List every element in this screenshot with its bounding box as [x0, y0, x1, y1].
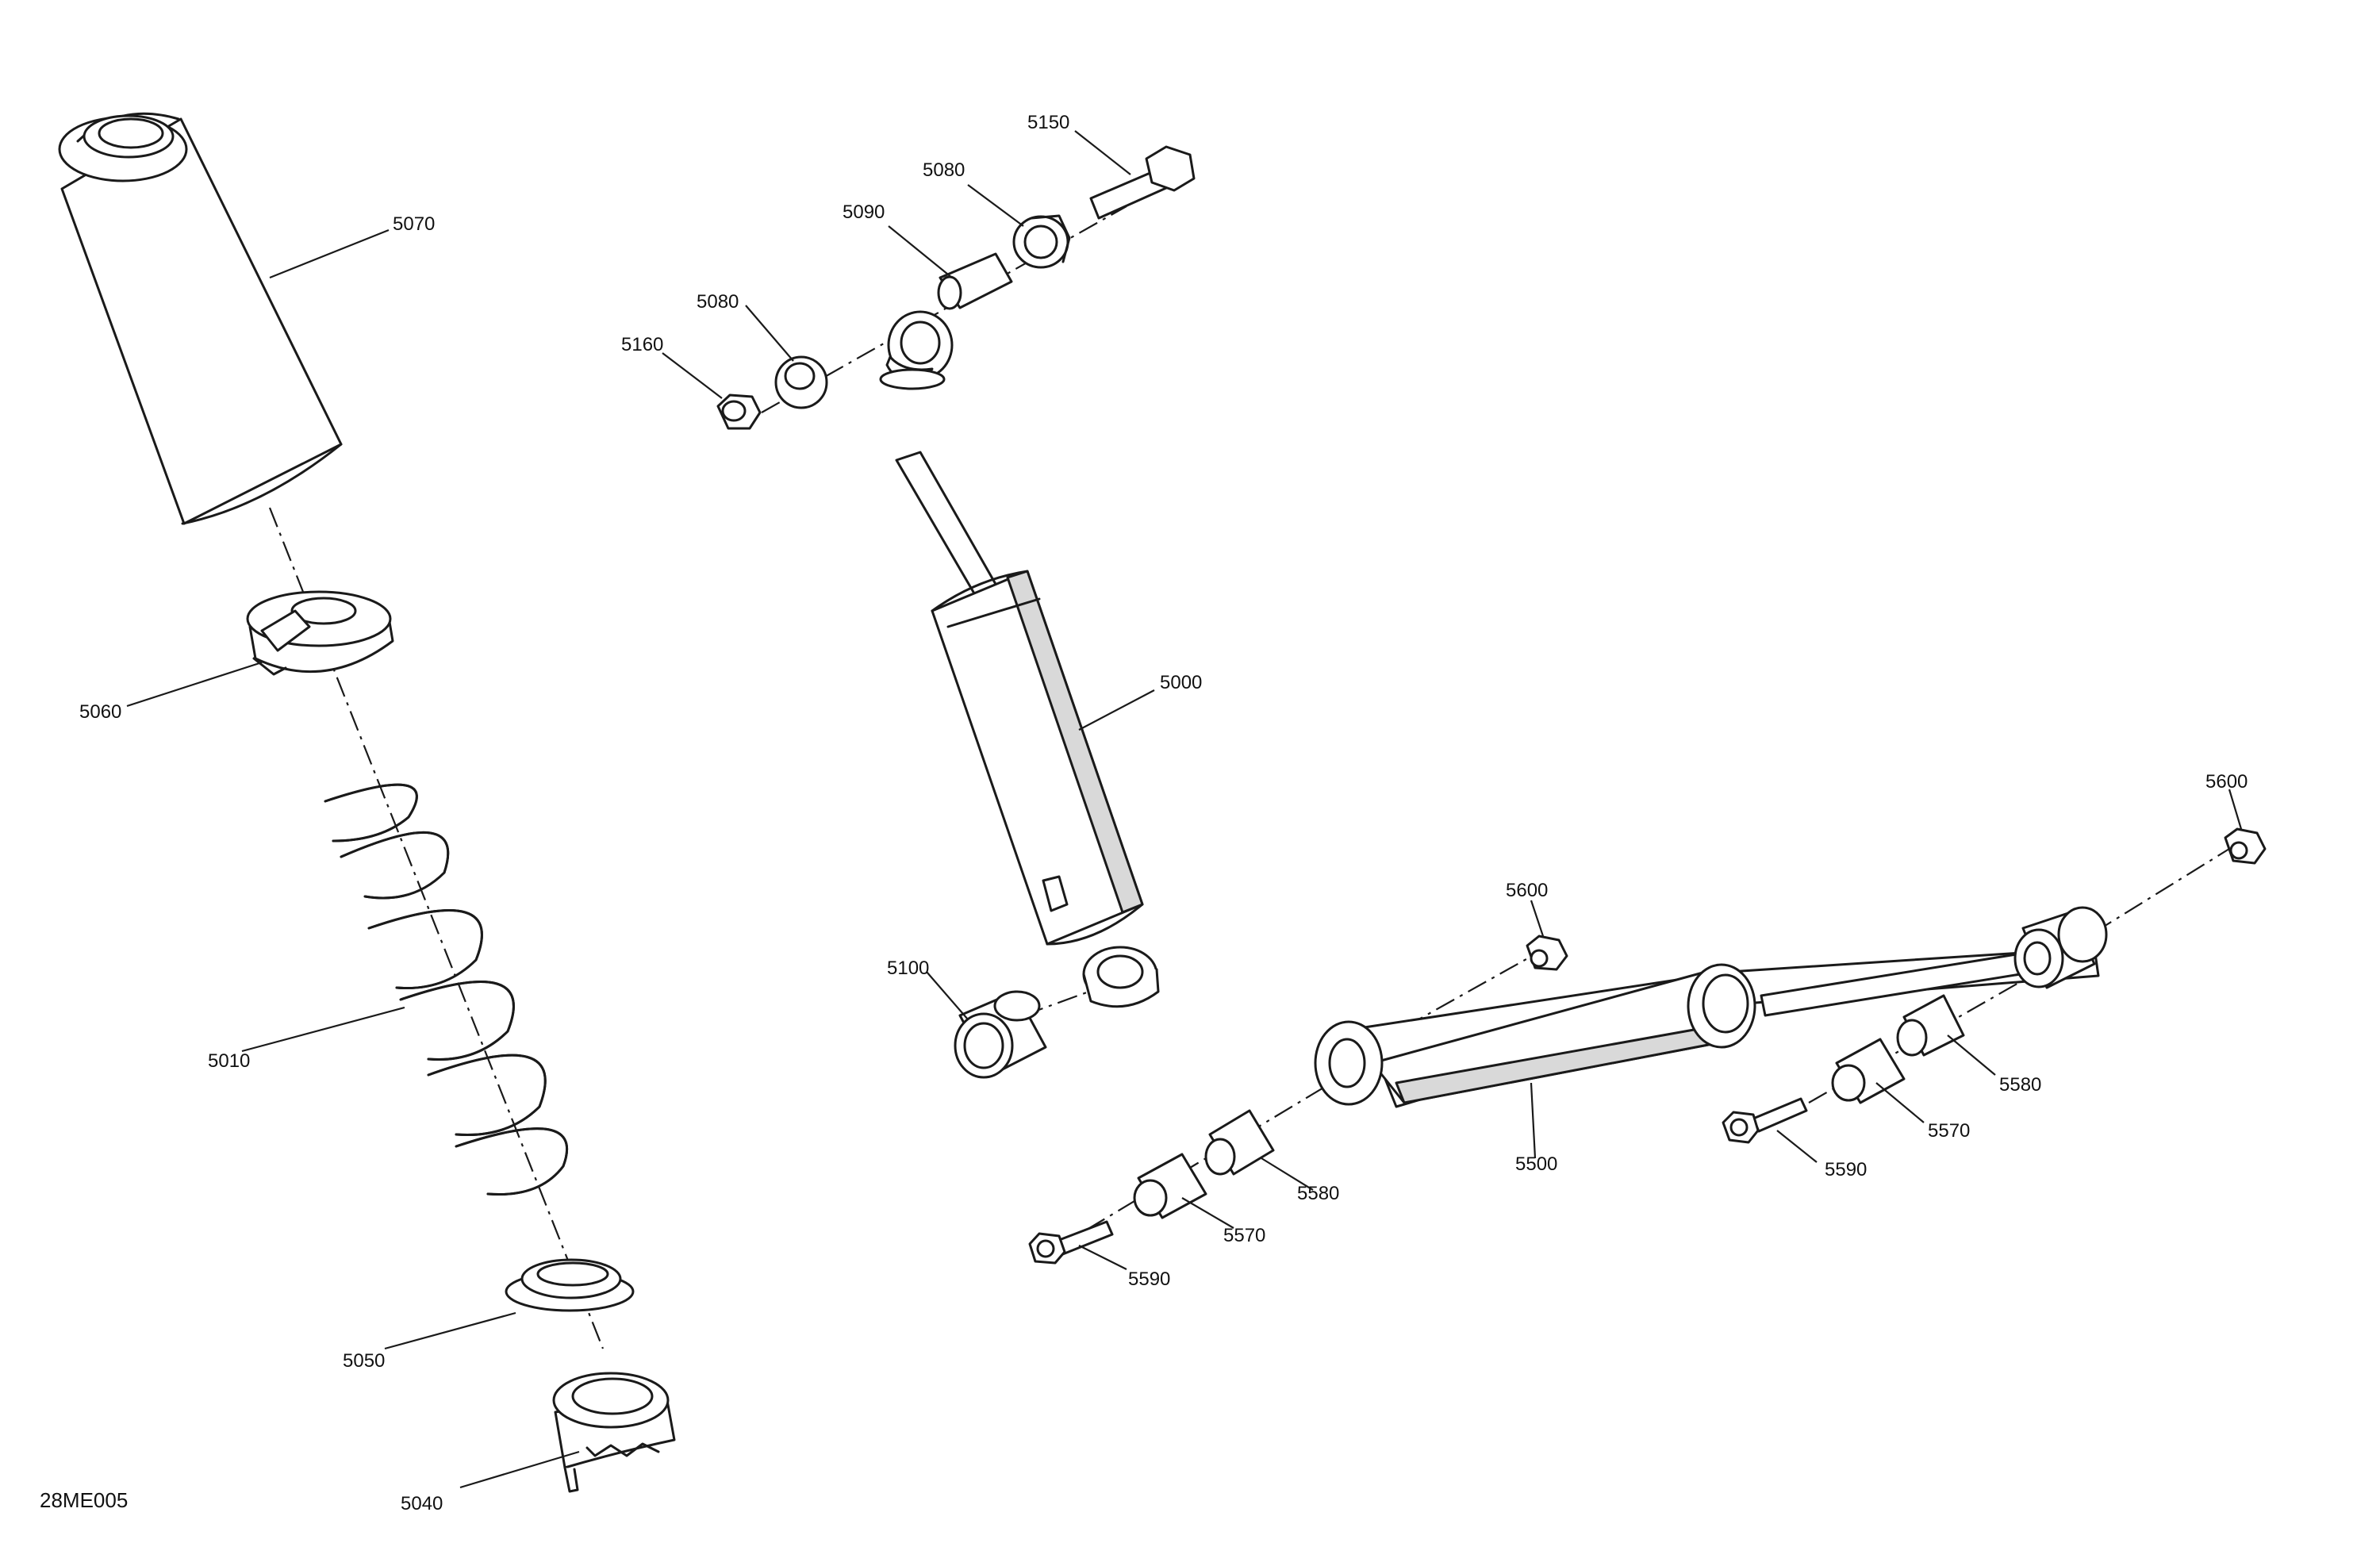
- label-5580-b: 5580: [1999, 1074, 2041, 1096]
- label-5570-a: 5570: [1223, 1225, 1265, 1246]
- label-5150: 5150: [1027, 112, 1069, 133]
- part-5060-upper-seat: [246, 590, 394, 676]
- label-5050: 5050: [343, 1350, 385, 1372]
- part-5010-spring: [324, 783, 569, 1196]
- label-5600-b: 5600: [2205, 771, 2248, 793]
- axis-right-cap: [2062, 848, 2230, 953]
- center-lines: [268, 205, 2230, 1349]
- label-5010: 5010: [208, 1050, 250, 1072]
- part-5500-damper: [1314, 906, 2108, 1108]
- part-5590-bolt-b: [1722, 1097, 1808, 1144]
- label-5080-b: 5080: [697, 291, 739, 313]
- leader-lines: [126, 130, 2243, 1489]
- label-5100: 5100: [887, 958, 929, 979]
- label-5590-b: 5590: [1825, 1159, 1867, 1180]
- part-5150-bolt: [1089, 145, 1196, 220]
- label-5580-a: 5580: [1297, 1183, 1339, 1204]
- part-5080-spacer-b: [774, 355, 828, 409]
- label-5080-a: 5080: [923, 159, 965, 181]
- part-5090-sleeve: [937, 252, 1013, 310]
- diagram-code: 28ME005: [40, 1488, 128, 1512]
- part-5580-sleeve-b: [1896, 994, 1965, 1057]
- part-5570-sleeve-b: [1831, 1038, 1906, 1104]
- part-5070-boot: [58, 112, 343, 525]
- part-5580-sleeve-a: [1204, 1109, 1275, 1176]
- label-5500: 5500: [1515, 1153, 1557, 1175]
- part-5160-nut: [716, 393, 762, 430]
- part-5000-shock-body: [879, 310, 1160, 1008]
- part-5590-bolt-a: [1028, 1220, 1114, 1265]
- part-5100-bushing: [954, 990, 1047, 1079]
- label-5040: 5040: [401, 1493, 443, 1514]
- axis-top-pin: [761, 205, 1127, 413]
- label-5590-a: 5590: [1128, 1269, 1170, 1290]
- label-5060: 5060: [79, 701, 121, 723]
- part-5080-spacer-a: [1012, 214, 1071, 269]
- label-5090: 5090: [843, 202, 885, 223]
- label-5600-a: 5600: [1506, 880, 1548, 901]
- part-5600-cap-a: [1526, 935, 1568, 971]
- label-5160: 5160: [621, 334, 663, 355]
- part-labels: 5070 5060 5010 5050 5040 5150 5080 5090 …: [79, 112, 2248, 1514]
- part-5050-lower-seat: [505, 1258, 635, 1312]
- label-5570-b: 5570: [1928, 1120, 1970, 1142]
- part-5040-adjuster: [552, 1372, 676, 1493]
- label-5000: 5000: [1160, 672, 1202, 693]
- label-5070: 5070: [393, 213, 435, 235]
- part-5600-cap-b: [2224, 827, 2267, 865]
